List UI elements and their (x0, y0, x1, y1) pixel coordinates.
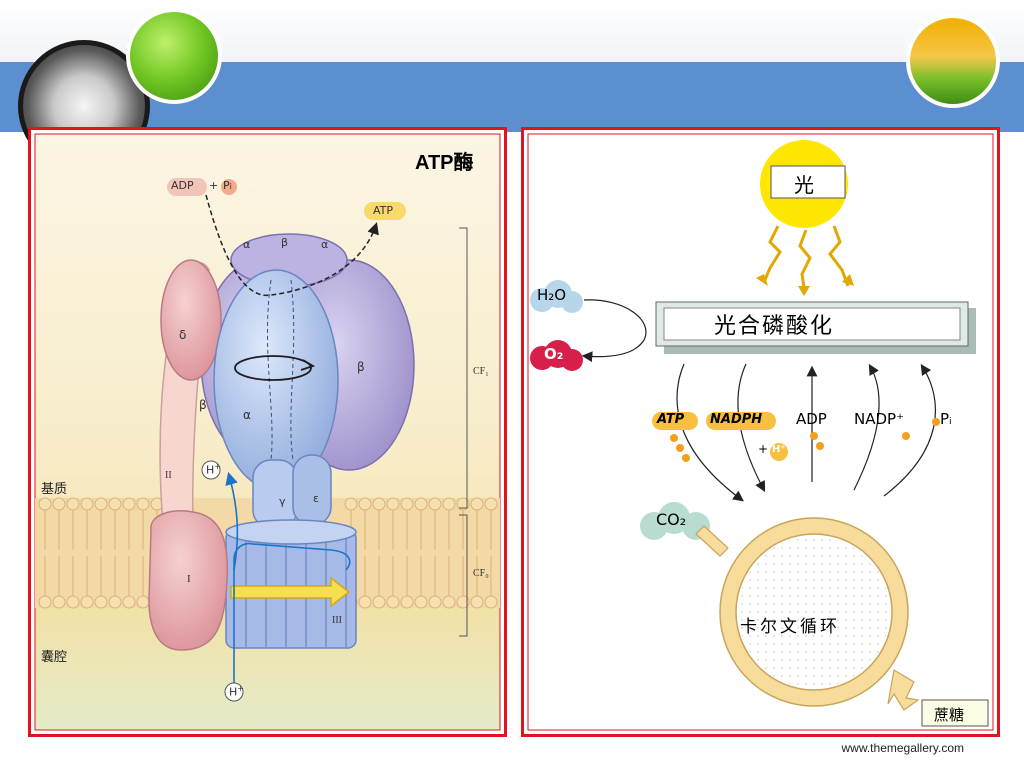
tulip-photo-circle (906, 14, 1000, 108)
proton-path-lower (233, 542, 351, 686)
atp-synthase-diagram (34, 133, 501, 731)
delta-label: δ (179, 328, 187, 342)
atp-synthase-panel: ATP酶 ADP + Pi ATP α β α δ β β α γ ε II I… (28, 127, 507, 737)
plus-sign-right: + (758, 442, 769, 456)
atp-label: ATP (373, 204, 394, 217)
alpha-label-front: α (243, 408, 251, 422)
sucrose-box (921, 699, 989, 727)
atp-molecule-label: ATP (657, 412, 685, 427)
proton-bottom-circle (224, 682, 244, 702)
delta-subunit (160, 259, 222, 381)
subunit-one-label: I (187, 573, 191, 585)
photosynthesis-diagram (527, 133, 994, 731)
proton-bottom-plus: + (237, 684, 244, 693)
stroma-label: 基质 (41, 482, 68, 497)
water-split-arrow (581, 299, 647, 363)
calvin-cycle-label: 卡尔文循环 (740, 617, 840, 637)
pi-letter: P (223, 179, 230, 192)
pi-pill (221, 179, 237, 195)
nadp-molecule-label: NADP⁺ (854, 410, 904, 428)
sucrose-label: 蔗糖 (934, 706, 965, 724)
sun-rays (762, 225, 850, 289)
proton-path-upper (225, 471, 239, 571)
subunit-one (148, 510, 229, 651)
h2o-cloud (530, 280, 583, 313)
pi-subscript: i (229, 182, 232, 191)
h-plus-pill (770, 443, 788, 461)
lumen-label: 囊腔 (41, 650, 68, 665)
atp-pill (652, 412, 698, 430)
proton-flow-rotation-arrow (230, 576, 351, 608)
beta-label-right: β (357, 360, 365, 374)
sucrose-exit-arrow (887, 669, 920, 711)
proton-bottom-h: H (229, 685, 238, 699)
beta-label-left: β (199, 398, 207, 412)
h2o-label: H₂O (537, 286, 567, 304)
calvin-ring-dots (738, 536, 890, 688)
synthesis-arrow (205, 194, 379, 296)
atp-pill (364, 202, 406, 220)
photophosphorylation-label: 光合磷酸化 (714, 314, 835, 339)
adp-molecule-label: ADP (796, 410, 827, 428)
proton-bottom-label: H+ (229, 684, 244, 699)
adp-pill (167, 178, 207, 196)
green-orb-circle (126, 8, 222, 104)
epsilon-subunit (292, 454, 332, 526)
plus-sign: + (209, 179, 219, 192)
atp-synthase-title: ATP酶 (415, 152, 474, 174)
nadph-pill (706, 412, 776, 430)
o2-label: O₂ (544, 345, 564, 363)
central-axle (267, 279, 295, 461)
proton-top-plus: + (214, 462, 221, 471)
light-label-box (770, 165, 846, 199)
co2-entry-arrow (695, 525, 729, 557)
rotation-arrow (234, 355, 312, 381)
phosphate-dots (670, 418, 940, 462)
co2-label: CO₂ (656, 510, 687, 529)
photosynthesis-panel: 光 光合磷酸化 H₂O O₂ ATP NADPH ADP NADP⁺ Pᵢ + … (521, 127, 1000, 737)
proton-top-h: H (206, 463, 215, 477)
o2-cloud (530, 340, 583, 371)
c-ring-label: III (332, 615, 342, 626)
cf0-label: CF₀ (473, 568, 489, 579)
subunit-two-label: II (165, 470, 172, 481)
h-plus-label: H⁺ (772, 444, 786, 455)
pi-molecule-label: Pᵢ (940, 410, 952, 428)
alpha-label-top-left: α (243, 238, 251, 251)
proton-top-label: H+ (206, 462, 221, 477)
nadph-molecule-label: NADPH (710, 412, 763, 427)
pi-label: Pi (223, 179, 232, 192)
cf1-label: CF₁ (473, 366, 489, 377)
sun-ray-heads (756, 274, 854, 296)
adp-label: ADP (171, 179, 194, 192)
footer-url[interactable]: www.themegallery.com (841, 741, 964, 755)
epsilon-label: ε (313, 492, 319, 505)
gamma-subunit (252, 459, 298, 529)
proton-top-circle (201, 460, 221, 480)
gamma-label: γ (279, 495, 286, 508)
light-label: 光 (794, 173, 814, 197)
alpha-label-top-right: α (321, 238, 329, 251)
cf0-bracket (459, 514, 468, 637)
cf1-bracket (459, 227, 468, 509)
beta-label-top: β (281, 236, 289, 249)
